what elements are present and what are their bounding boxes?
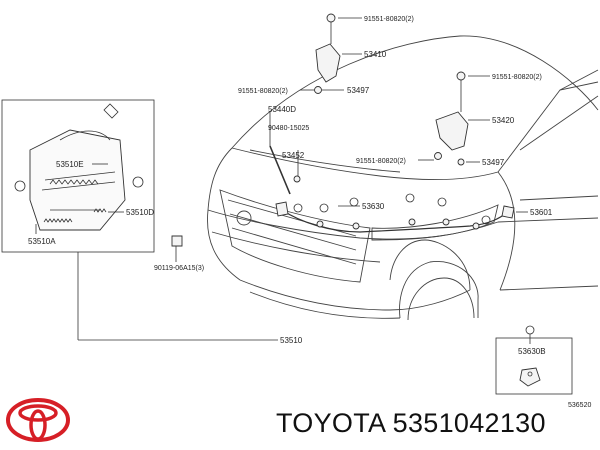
label-hinge-right: 53420: [492, 116, 515, 125]
label-latch-bolt: 90119-06A15(3): [154, 265, 204, 272]
label-cushion-a: 53497: [347, 86, 370, 95]
latch-outline: [77, 252, 278, 341]
label-latch-base: 53510A: [28, 237, 56, 246]
hinge-right-part: [434, 71, 469, 166]
label-bolt-d: 91551-80820(2): [356, 158, 406, 165]
label-hinge-left: 53410: [364, 50, 387, 59]
callout-markers: [293, 193, 535, 335]
support-rod-part: [269, 145, 301, 195]
diagram-code: 536520: [568, 402, 591, 409]
vehicle-outline: [207, 35, 599, 321]
toyota-logo: [6, 398, 70, 442]
label-latch-spring: 53510D: [126, 208, 154, 217]
label-bolt-b: 91551-80820(2): [238, 88, 288, 95]
label-rod-grommet: 53452: [282, 151, 305, 160]
label-cushion-b: 53497: [482, 158, 505, 167]
part-inset-box: [495, 337, 573, 395]
label-bolt-c: 91551-80820(2): [492, 74, 542, 81]
label-inset-part: 53630B: [518, 347, 546, 356]
part-number: 5351042130: [392, 408, 546, 438]
latch-detail-box: [1, 99, 155, 253]
hinge-left-part: [314, 13, 341, 94]
part-caption: TOYOTA 5351042130: [276, 408, 546, 439]
brand-name: TOYOTA: [276, 408, 385, 438]
leader-lines: [35, 17, 531, 344]
label-latch-lock: 53510E: [56, 160, 84, 169]
label-bolt-a: 91551-80820(2): [364, 16, 414, 23]
label-cable-clamp: 53601: [530, 208, 553, 217]
label-latch-assy: 53510: [280, 336, 303, 345]
label-support-rod: 53440D: [268, 105, 296, 114]
label-clip-rod: 90480-15025: [268, 125, 309, 132]
part-labels: 91551-80820(2) 53410 91551-80820(2) 5349…: [28, 16, 591, 409]
label-release-cable: 53630: [362, 202, 385, 211]
